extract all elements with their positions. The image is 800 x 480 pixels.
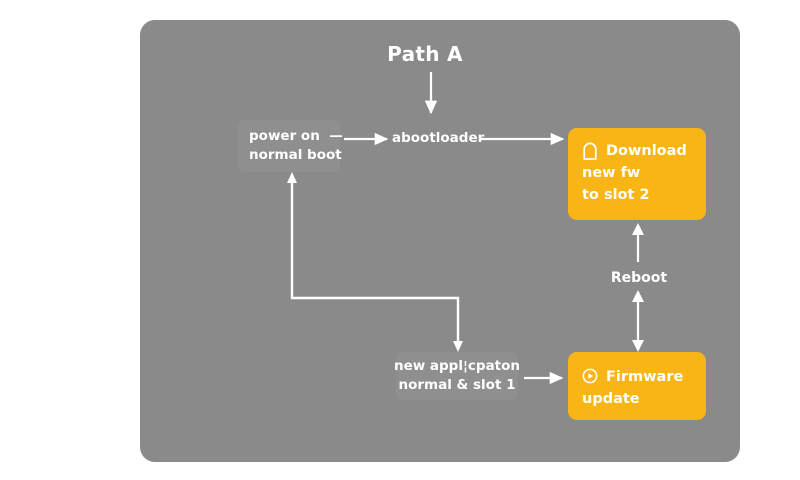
edge-label-reboot: Reboot <box>610 270 668 286</box>
node-download-line2: new fw <box>582 165 641 181</box>
play-circle-icon <box>582 368 598 386</box>
arch-door-icon <box>582 142 598 160</box>
node-power-on-line1: power on — <box>249 128 343 144</box>
node-new-application[interactable]: new appl¦cpaton normal & slot 1 <box>393 352 521 400</box>
node-power-on[interactable]: power on — normal boot <box>238 120 343 172</box>
node-download-line3: to slot 2 <box>582 187 650 203</box>
node-abootloader[interactable]: abootloader <box>392 130 485 146</box>
node-firmware-update-line1: Firmware <box>606 369 684 385</box>
node-download[interactable]: Download new fw to slot 2 <box>568 128 706 220</box>
node-download-line1: Download <box>606 143 687 159</box>
node-new-application-line1: new appl¦cpaton <box>393 358 521 374</box>
page-title: Path A <box>387 42 463 66</box>
node-new-application-line2: normal & slot 1 <box>398 377 516 393</box>
node-firmware-update[interactable]: Firmware update <box>568 352 706 420</box>
node-power-on-line2: normal boot <box>249 147 342 163</box>
node-firmware-update-line2: update <box>582 391 640 407</box>
